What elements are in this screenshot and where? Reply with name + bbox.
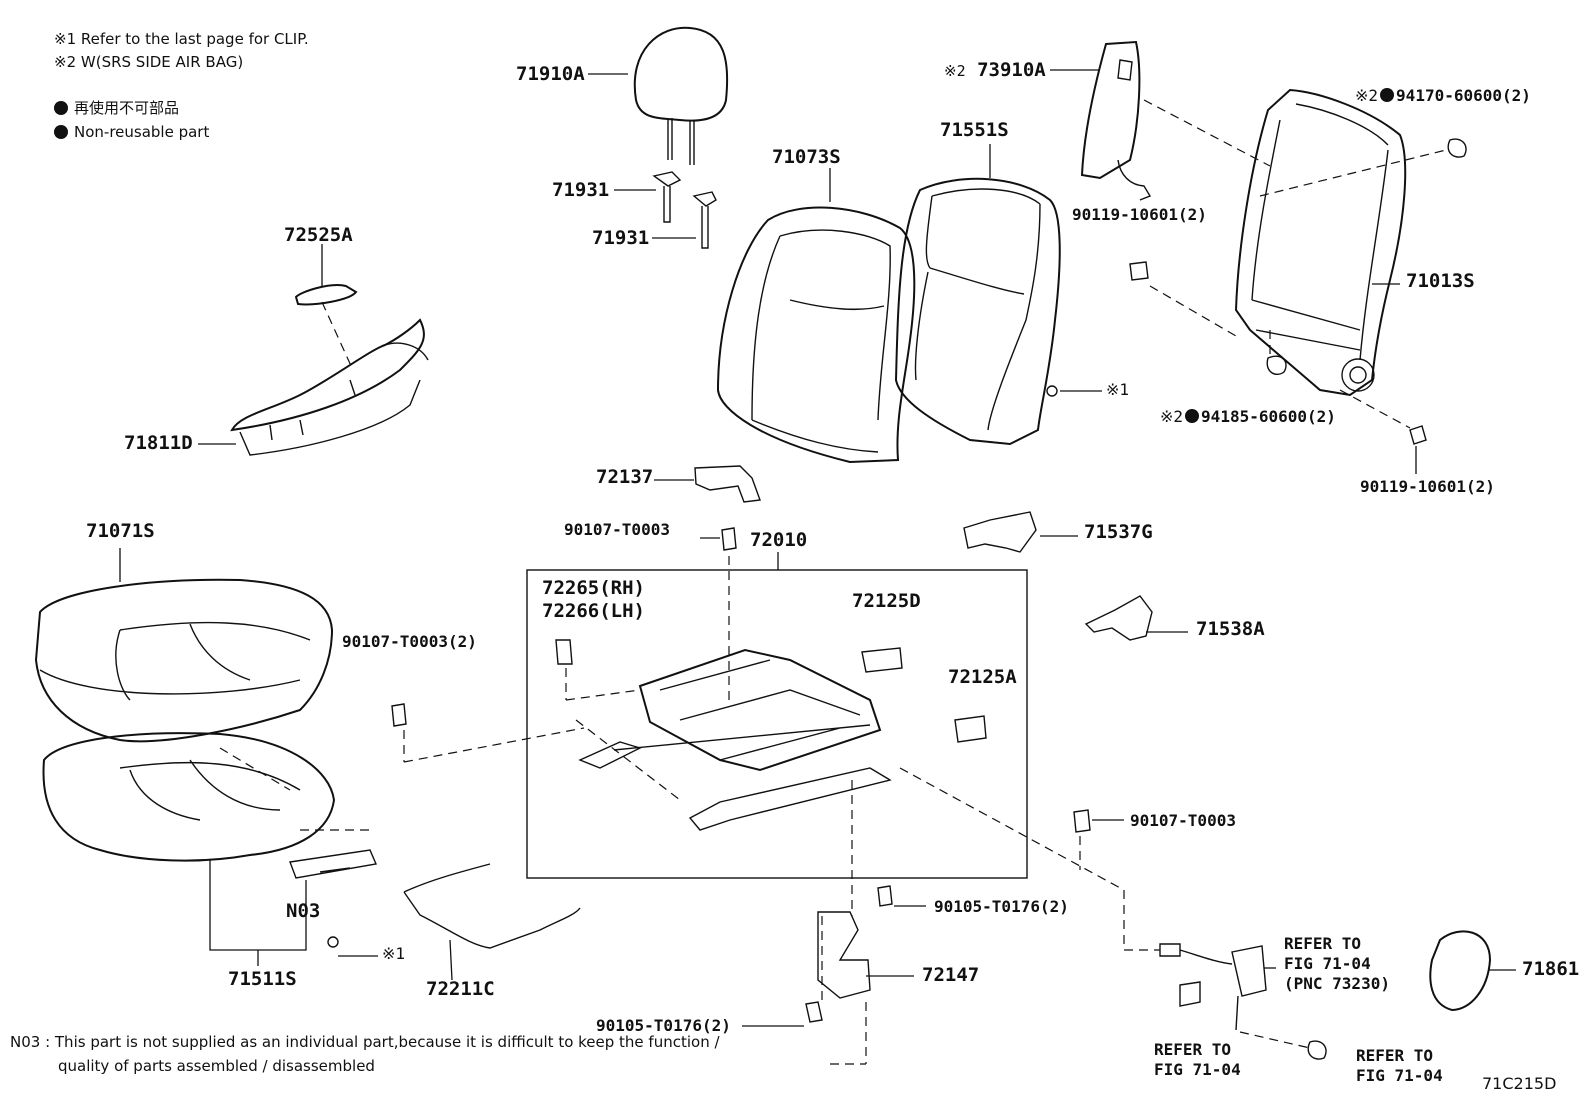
n03-part-drawing xyxy=(289,849,377,879)
non-reusable-dot-icon xyxy=(54,125,68,139)
label-71538A: 71538A xyxy=(1196,618,1265,640)
label-71013S: 71013S xyxy=(1406,270,1475,292)
ref-b-line1: REFER TO xyxy=(1356,1046,1434,1065)
label-72147: 72147 xyxy=(922,964,980,986)
figure-code: 71C215D xyxy=(1482,1074,1557,1093)
label-71910A: 71910A xyxy=(516,63,585,85)
label-90107-2: 90107-T0003(2) xyxy=(342,632,477,651)
label-71511S: 71511S xyxy=(228,968,297,990)
fasteners-drawing xyxy=(327,138,1467,1060)
label-90105-a: 90105-T0176(2) xyxy=(934,897,1069,916)
label-71861: 71861 xyxy=(1522,958,1580,980)
label-72125A: 72125A xyxy=(948,666,1017,688)
ref-belt-line2: FIG 71-04 xyxy=(1284,954,1371,973)
label-73910A: ※2 73910A xyxy=(944,61,1046,80)
label-73910A-text: 73910A xyxy=(977,59,1046,81)
label-90105-b: 90105-T0176(2) xyxy=(596,1016,731,1035)
ref-b-line2: FIG 71-04 xyxy=(1356,1066,1443,1085)
label-72211C: 72211C xyxy=(426,978,495,1000)
label-90119-a: 90119-10601(2) xyxy=(1072,205,1207,224)
assembly-dashed-lines xyxy=(219,99,1447,1065)
label-94170: ※2 94170-60600(2) xyxy=(1355,88,1531,104)
mark-srs: ※2 xyxy=(944,62,966,80)
wire-72211C-drawing xyxy=(403,863,581,949)
label-90119-b: 90119-10601(2) xyxy=(1360,477,1495,496)
n03-note-line2: quality of parts assembled / disassemble… xyxy=(58,1057,375,1075)
cover-71861-drawing xyxy=(1429,930,1492,1012)
side-airbag-drawing xyxy=(1080,40,1152,201)
label-94170-text: 94170-60600(2) xyxy=(1396,86,1531,105)
recliner-knob-drawing xyxy=(294,284,358,306)
recliner-cover-drawing xyxy=(230,318,429,456)
cushion-pad-drawing xyxy=(42,732,336,862)
clip-mark-1: ※1 xyxy=(1106,380,1130,399)
shield-72137-drawing xyxy=(694,465,761,503)
legend-jp: 再使用不可部品 xyxy=(54,97,179,120)
label-94185-text: 94185-60600(2) xyxy=(1201,407,1336,426)
n03-note-line1: N03 : This part is not supplied as an in… xyxy=(10,1033,720,1051)
buckle-drawing xyxy=(1159,943,1267,1031)
label-72137: 72137 xyxy=(596,466,654,488)
label-72265: 72265(RH) xyxy=(542,577,645,599)
legend-en-text: Non-reusable part xyxy=(74,123,210,141)
non-reusable-dot-icon xyxy=(1380,88,1395,102)
seatback-frame-drawing xyxy=(1234,88,1407,397)
bracket-72147-drawing xyxy=(817,911,871,999)
legend-en: Non-reusable part xyxy=(54,121,209,144)
label-71931-b: 71931 xyxy=(592,227,650,249)
label-72010: 72010 xyxy=(750,529,808,551)
bracket-drawing xyxy=(963,511,1153,641)
non-reusable-dot-icon xyxy=(54,101,68,115)
label-71537G: 71537G xyxy=(1084,521,1153,543)
mark-srs: ※2 xyxy=(1355,86,1379,105)
label-71071S: 71071S xyxy=(86,520,155,542)
seatback-pad-drawing xyxy=(894,177,1061,446)
label-71551S: 71551S xyxy=(940,119,1009,141)
ref-belt-line1: REFER TO xyxy=(1284,934,1362,953)
headrest-drawing xyxy=(633,26,729,165)
seatback-cover-drawing xyxy=(716,206,916,464)
ref-a-line2: FIG 71-04 xyxy=(1154,1060,1241,1079)
srs-note: ※2 W(SRS SIDE AIR BAG) xyxy=(54,53,244,71)
legend-jp-text: 再使用不可部品 xyxy=(74,99,180,117)
label-72266: 72266(LH) xyxy=(542,600,645,622)
label-90107-top: 90107-T0003 xyxy=(564,520,670,539)
clip-note: ※1 Refer to the last page for CLIP. xyxy=(54,30,309,48)
label-71073S: 71073S xyxy=(772,146,841,168)
label-72125D: 72125D xyxy=(852,590,921,612)
label-71811D: 71811D xyxy=(124,432,193,454)
leader-lines xyxy=(119,69,1516,1027)
non-reusable-dot-icon xyxy=(1185,409,1200,423)
label-72525A: 72525A xyxy=(284,224,353,246)
ref-a-line1: REFER TO xyxy=(1154,1040,1232,1059)
label-94185: ※2 94185-60600(2) xyxy=(1160,409,1336,425)
clip-mark-2: ※1 xyxy=(382,944,406,963)
label-N03: N03 xyxy=(286,900,321,922)
cushion-cover-drawing xyxy=(34,578,334,743)
ref-belt-line3: (PNC 73230) xyxy=(1284,974,1390,993)
seat-track-drawing xyxy=(526,569,1028,879)
label-90107-right: 90107-T0003 xyxy=(1130,811,1236,830)
mark-srs: ※2 xyxy=(1160,407,1184,426)
guide-pins-drawing xyxy=(652,171,717,249)
label-71931-a: 71931 xyxy=(552,179,610,201)
